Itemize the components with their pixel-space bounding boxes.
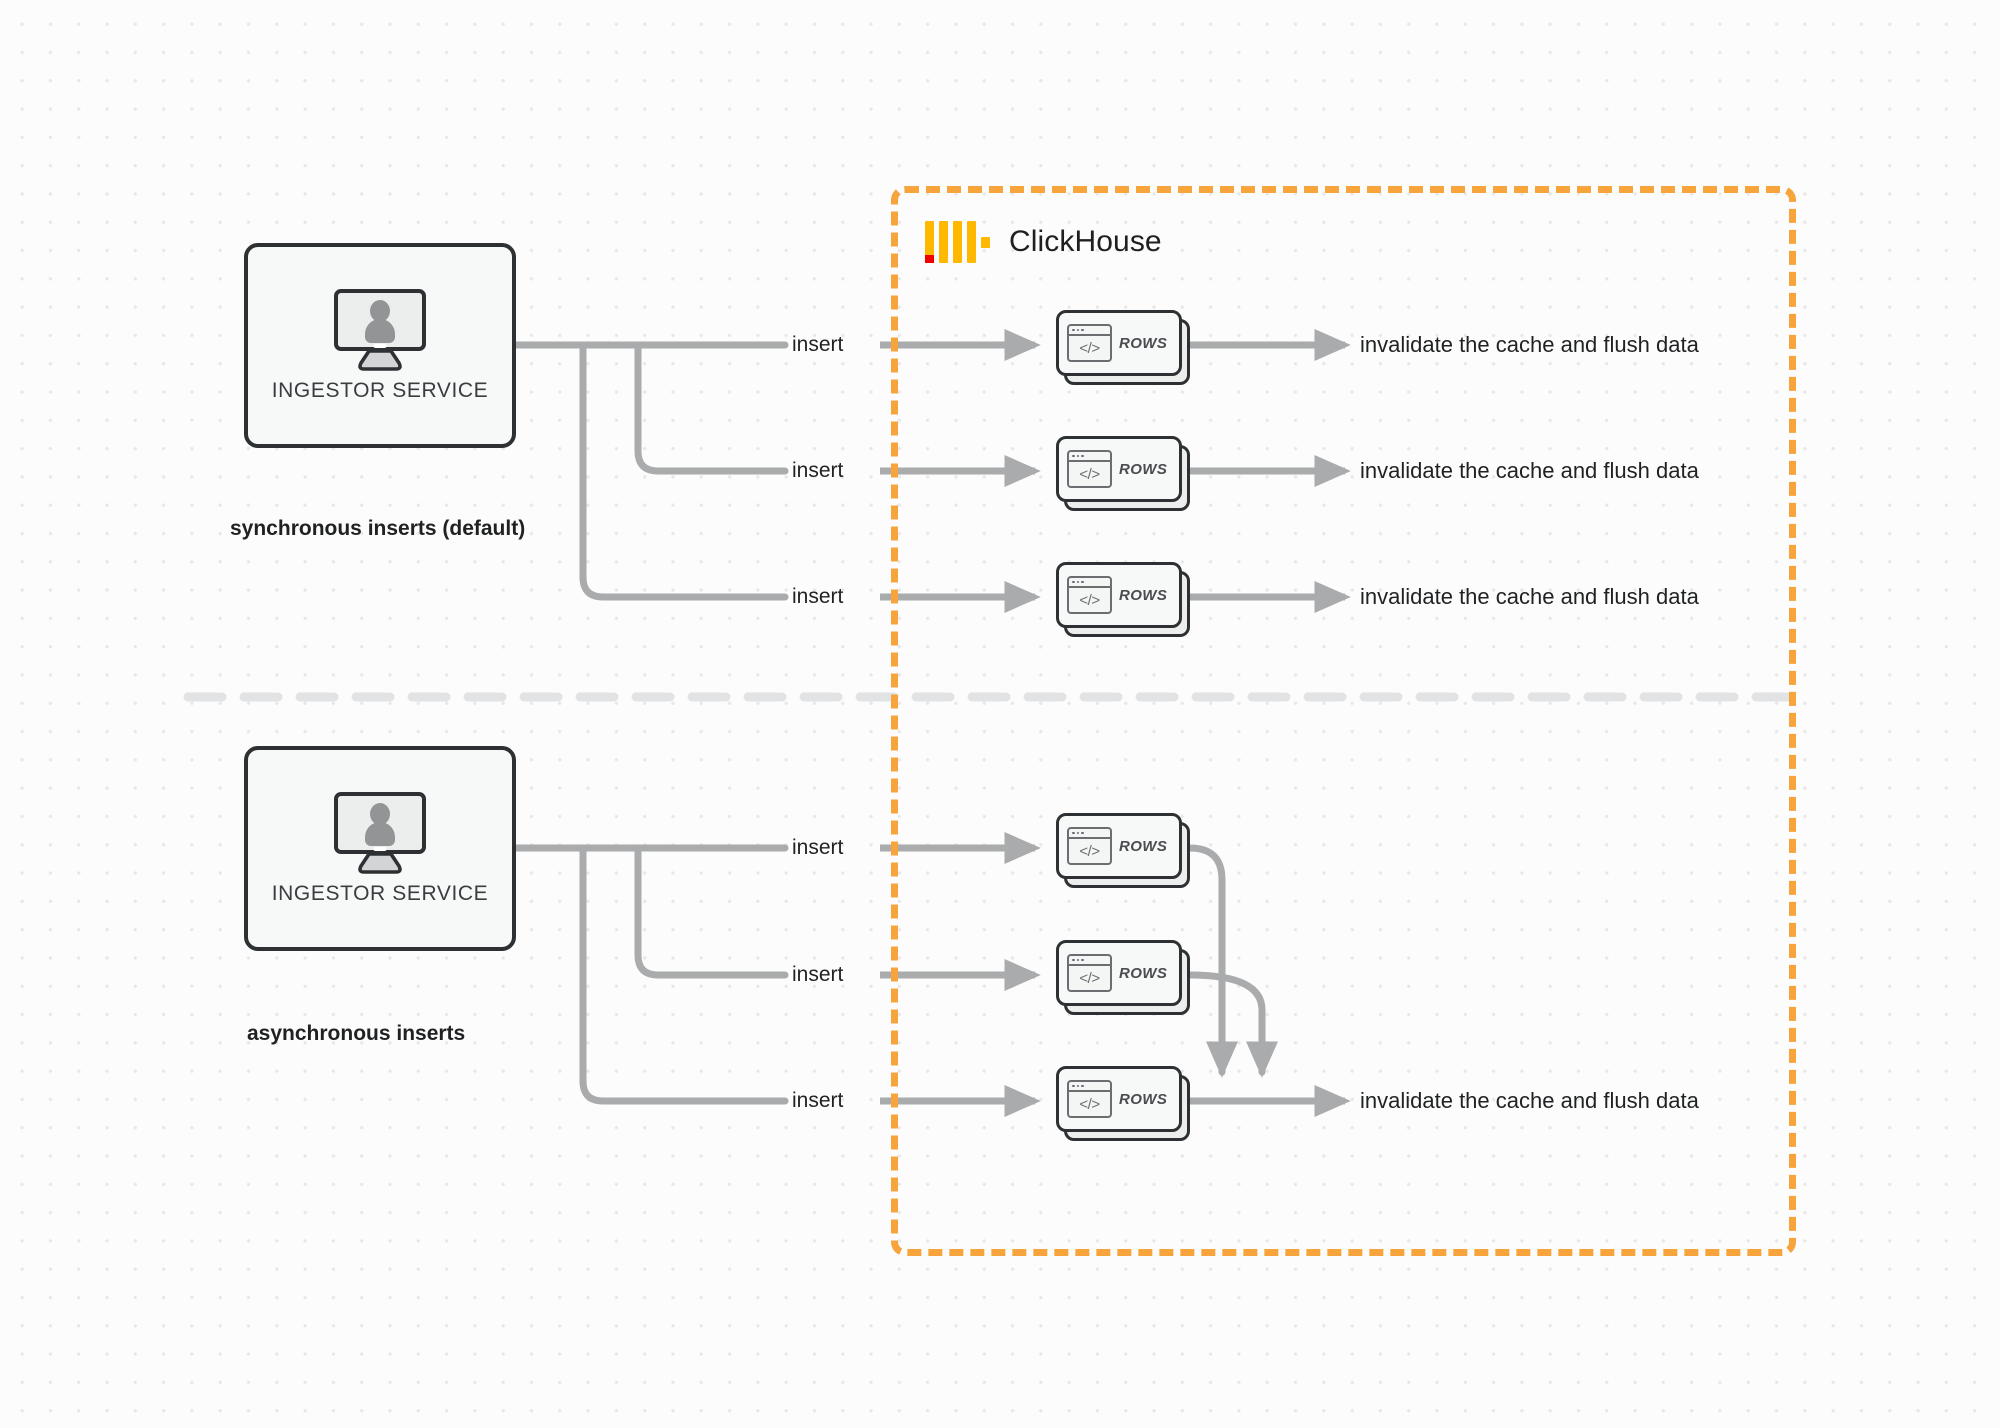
- sync-result-label-1: invalidate the cache and flush data: [1360, 332, 1699, 357]
- titlebar-dot-1: [1072, 454, 1075, 458]
- code-window-titlebar: [1069, 956, 1110, 966]
- sync-result-arrows: [1190, 328, 1351, 614]
- async-insert-arrows: [880, 831, 1041, 1118]
- sync-ingestor-service-box[interactable]: INGESTOR SERVICE: [244, 243, 516, 448]
- user-silhouette-icon: [365, 299, 395, 343]
- code-window-icon: </>: [1067, 827, 1112, 865]
- monitor-stand-icon: [358, 349, 402, 371]
- code-glyph: </>: [1079, 339, 1100, 357]
- code-window-titlebar: [1069, 829, 1110, 839]
- titlebar-dot-3: [1081, 454, 1084, 458]
- logo-bar-2: [939, 221, 948, 263]
- logo-bar-1: [925, 221, 934, 263]
- card-front: </> ROWS: [1056, 940, 1182, 1006]
- async-fanout-lines: [512, 844, 789, 1105]
- code-glyph: </>: [1079, 1095, 1100, 1113]
- logo-bar-4: [967, 221, 976, 263]
- clickhouse-logo-icon: [925, 221, 990, 263]
- sync-result-label-3: invalidate the cache and flush data: [1360, 584, 1699, 609]
- async-rows-card-3[interactable]: </> ROWS: [1056, 1066, 1190, 1141]
- monitor-user-icon: [334, 791, 426, 874]
- card-front: </> ROWS: [1056, 562, 1182, 628]
- sync-rows-card-1[interactable]: </> ROWS: [1056, 310, 1190, 385]
- monitor-stand-icon: [358, 852, 402, 874]
- titlebar-dot-3: [1081, 831, 1084, 835]
- titlebar-dot-3: [1081, 958, 1084, 962]
- code-window-titlebar: [1069, 452, 1110, 462]
- titlebar-dot-1: [1072, 1084, 1075, 1088]
- logo-bar-short: [981, 237, 990, 248]
- async-section-caption: asynchronous inserts: [247, 1022, 466, 1045]
- code-window-icon: </>: [1067, 576, 1112, 614]
- sync-rows-card-2[interactable]: </> ROWS: [1056, 436, 1190, 511]
- code-window-icon: </>: [1067, 1080, 1112, 1118]
- sync-rows-card-3[interactable]: </> ROWS: [1056, 562, 1190, 637]
- titlebar-dot-2: [1076, 958, 1079, 962]
- async-insert-label-2: insert: [792, 963, 844, 986]
- card-front: </> ROWS: [1056, 1066, 1182, 1132]
- user-silhouette-icon: [365, 802, 395, 846]
- titlebar-dot-1: [1072, 958, 1075, 962]
- sync-insert-label-1: insert: [792, 333, 844, 356]
- code-window-icon: </>: [1067, 450, 1112, 488]
- async-insert-label-1: insert: [792, 836, 844, 859]
- card-front: </> ROWS: [1056, 813, 1182, 879]
- titlebar-dot-3: [1081, 580, 1084, 584]
- titlebar-dot-1: [1072, 328, 1075, 332]
- sync-result-label-2: invalidate the cache and flush data: [1360, 458, 1699, 483]
- code-glyph: </>: [1079, 842, 1100, 860]
- async-rows-card-label-2: ROWS: [1119, 964, 1168, 982]
- monitor-notch: [373, 343, 387, 348]
- titlebar-dot-2: [1076, 328, 1079, 332]
- async-buffer-merge-lines: [1186, 844, 1279, 1078]
- code-glyph: </>: [1079, 591, 1100, 609]
- sync-insert-label-2: insert: [792, 459, 844, 482]
- async-ingestor-service-box[interactable]: INGESTOR SERVICE: [244, 746, 516, 951]
- async-ingestor-service-label: INGESTOR SERVICE: [271, 881, 489, 905]
- user-head: [370, 299, 390, 322]
- code-glyph: </>: [1079, 969, 1100, 987]
- titlebar-dot-3: [1081, 328, 1084, 332]
- async-rows-card-2[interactable]: </> ROWS: [1056, 940, 1190, 1015]
- titlebar-dot-2: [1076, 1084, 1079, 1088]
- logo-bar-3: [953, 221, 962, 263]
- sync-section-caption: synchronous inserts (default): [230, 517, 526, 540]
- code-window-titlebar: [1069, 326, 1110, 336]
- async-rows-card-label-3: ROWS: [1119, 1090, 1168, 1108]
- async-rows-card-label-1: ROWS: [1119, 837, 1168, 855]
- code-window-titlebar: [1069, 1082, 1110, 1092]
- clickhouse-wordmark: ClickHouse: [1009, 225, 1162, 258]
- code-glyph: </>: [1079, 465, 1100, 483]
- sync-ingestor-service-label: INGESTOR SERVICE: [271, 378, 489, 402]
- sync-insert-label-3: insert: [792, 585, 844, 608]
- sync-fanout-lines: [512, 341, 789, 601]
- user-body: [365, 318, 395, 343]
- card-front: </> ROWS: [1056, 436, 1182, 502]
- async-rows-card-1[interactable]: </> ROWS: [1056, 813, 1190, 888]
- titlebar-dot-2: [1076, 831, 1079, 835]
- monitor-notch: [373, 846, 387, 851]
- sync-rows-card-label-2: ROWS: [1119, 460, 1168, 478]
- user-body: [365, 821, 395, 846]
- titlebar-dot-1: [1072, 831, 1075, 835]
- async-insert-label-3: insert: [792, 1089, 844, 1112]
- user-head: [370, 802, 390, 825]
- clickhouse-boundary-region: [891, 186, 1796, 1256]
- async-result-label: invalidate the cache and flush data: [1360, 1088, 1699, 1113]
- logo-accent-square: [925, 255, 934, 263]
- monitor-user-icon: [334, 288, 426, 371]
- code-window-titlebar: [1069, 578, 1110, 588]
- titlebar-dot-3: [1081, 1084, 1084, 1088]
- clickhouse-brand: ClickHouse: [925, 221, 1162, 263]
- sync-rows-card-label-1: ROWS: [1119, 334, 1168, 352]
- code-window-icon: </>: [1067, 324, 1112, 362]
- card-front: </> ROWS: [1056, 310, 1182, 376]
- sync-rows-card-label-3: ROWS: [1119, 586, 1168, 604]
- titlebar-dot-2: [1076, 580, 1079, 584]
- titlebar-dot-1: [1072, 580, 1075, 584]
- sync-insert-arrows: [880, 328, 1041, 614]
- code-window-icon: </>: [1067, 954, 1112, 992]
- titlebar-dot-2: [1076, 454, 1079, 458]
